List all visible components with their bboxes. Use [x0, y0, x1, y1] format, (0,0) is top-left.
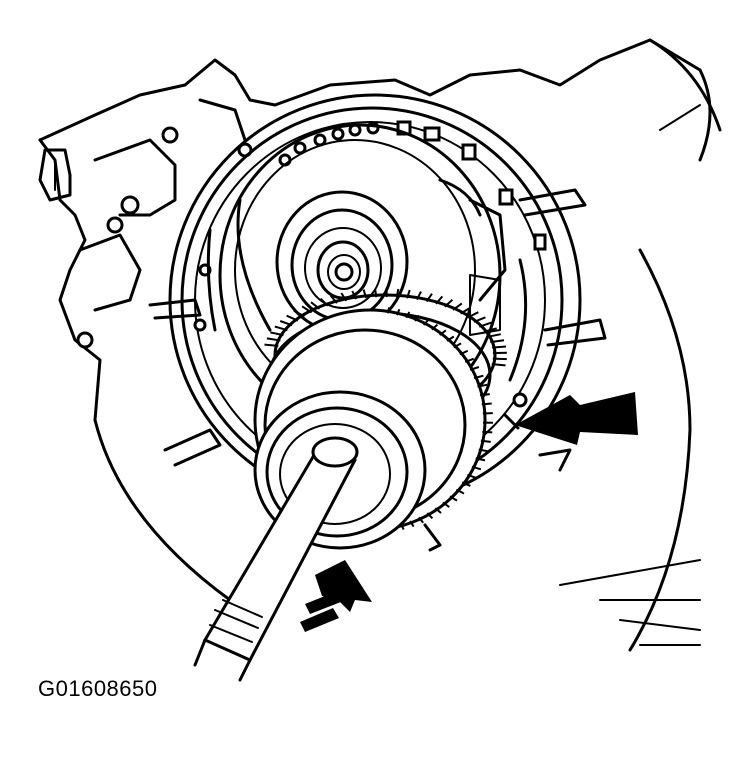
- gear-tooth: [480, 394, 490, 395]
- arrow-up-right-dashed-icon: [300, 560, 372, 632]
- gear-tooth: [482, 404, 492, 405]
- gear-tooth: [375, 289, 376, 297]
- gear-tooth: [493, 359, 507, 360]
- gear-tooth: [481, 441, 491, 442]
- gear-tooth: [492, 347, 506, 348]
- figure-id-label: G01608650: [38, 676, 158, 702]
- gear-tooth: [492, 364, 506, 365]
- gear-tooth: [265, 345, 279, 346]
- gear-tooth: [482, 432, 492, 433]
